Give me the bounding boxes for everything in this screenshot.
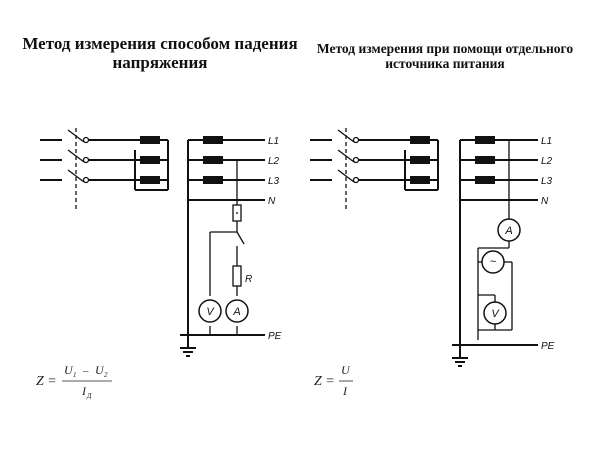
formula-left-u2-sub: 2 xyxy=(104,371,108,379)
formula-left-minus: – xyxy=(82,365,89,377)
formula-right-denominator: I xyxy=(342,384,348,398)
right-label-l2: L2 xyxy=(541,156,553,167)
left-incoming-lines xyxy=(40,139,62,181)
left-circuit: V A R L1 L2 L3 N PE xyxy=(40,128,282,357)
left-three-pole-switch xyxy=(67,128,90,210)
right-voltmeter-label: V xyxy=(491,308,500,320)
left-ground-icon xyxy=(180,335,196,357)
formula-right-numerator: U xyxy=(341,363,351,377)
right-incoming-lines xyxy=(310,139,332,181)
formula-left-denominator: I xyxy=(81,384,87,398)
title-separate-source-method: Метод измерения при помощи отдельного ис… xyxy=(316,41,574,71)
left-voltmeter-label: V xyxy=(206,306,215,318)
right-bus-lines xyxy=(452,136,538,355)
right-circuit: A ~ V L1 L2 L3 N PE xyxy=(310,128,555,367)
left-ammeter xyxy=(225,299,249,323)
formula-left-u2: U xyxy=(95,363,105,377)
formula-right: Z = U I xyxy=(314,363,353,398)
formula-left-denominator-sub: Д xyxy=(86,392,92,400)
title-voltage-drop-method: Метод измерения способом падения напряже… xyxy=(22,34,298,72)
left-ammeter-label: A xyxy=(232,306,240,318)
formula-left-u1: U xyxy=(64,363,74,377)
left-measurement-branch: V A R xyxy=(198,160,252,335)
ac-source-label: ~ xyxy=(490,256,497,268)
right-label-pe: PE xyxy=(541,341,555,352)
formula-left-u1-sub: 1 xyxy=(73,371,77,379)
left-bus-lines xyxy=(180,136,265,345)
left-label-n: N xyxy=(268,196,276,207)
left-source-windings xyxy=(134,136,169,191)
left-voltmeter xyxy=(198,299,222,323)
right-source-windings xyxy=(404,136,439,191)
left-label-pe: PE xyxy=(268,331,282,342)
formula-left: Z = U 1 – U 2 I Д xyxy=(36,363,112,400)
left-label-l2: L2 xyxy=(268,156,280,167)
right-label-l3: L3 xyxy=(541,176,553,187)
right-three-pole-switch xyxy=(337,128,360,210)
right-ground-icon xyxy=(452,345,468,367)
right-measurement-branch: A ~ V xyxy=(477,140,521,340)
right-label-n: N xyxy=(541,196,549,207)
formula-left-lhs: Z = xyxy=(36,374,57,389)
right-ammeter-label: A xyxy=(504,225,512,237)
test-resistor xyxy=(232,265,242,287)
right-label-l1: L1 xyxy=(541,136,552,147)
left-label-l1: L1 xyxy=(268,136,279,147)
left-label-l3: L3 xyxy=(268,176,280,187)
resistor-label: R xyxy=(245,274,252,285)
formula-right-lhs: Z = xyxy=(314,374,335,389)
test-switch xyxy=(236,231,245,245)
